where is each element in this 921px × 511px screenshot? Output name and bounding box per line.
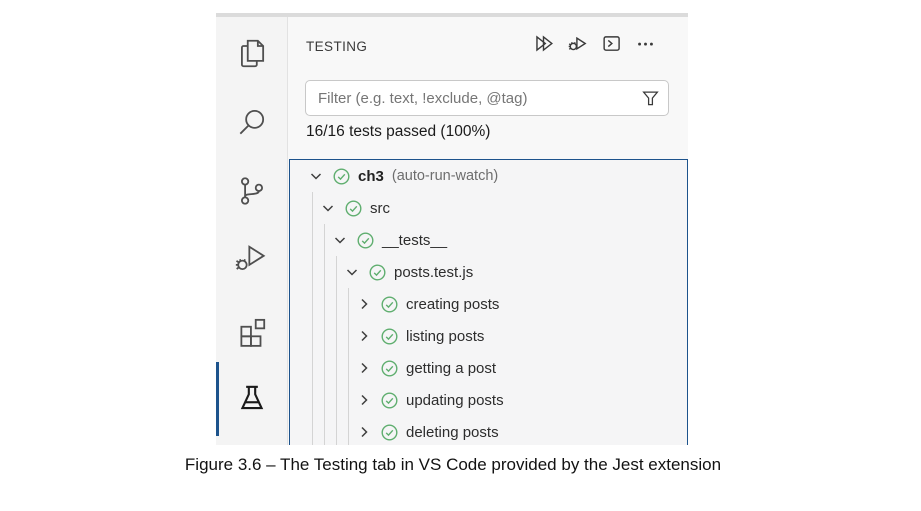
tree-item-label: src xyxy=(370,199,390,217)
output-terminal-icon xyxy=(602,34,621,58)
panel-toolbar xyxy=(533,35,656,56)
test-passed-icon xyxy=(345,199,362,217)
ellipsis-icon xyxy=(636,34,655,58)
chevron-down-icon[interactable] xyxy=(332,232,348,248)
testing-panel: TESTING xyxy=(289,17,688,445)
tree-item-badge: (auto-run-watch) xyxy=(391,168,499,184)
tree-row-updating-posts[interactable]: updating posts xyxy=(290,384,687,416)
more-actions-button[interactable] xyxy=(635,35,656,56)
tree-item-label: __tests__ xyxy=(382,231,448,249)
beaker-icon xyxy=(235,381,269,420)
files-icon xyxy=(235,37,269,76)
tree-row-creating-posts[interactable]: creating posts xyxy=(290,288,687,320)
tree-row-src[interactable]: src xyxy=(290,192,687,224)
tree-item-label: getting a post xyxy=(406,359,497,377)
debug-icon xyxy=(235,242,269,281)
tree-row-ch3[interactable]: ch3 (auto-run-watch) xyxy=(290,160,687,192)
chevron-right-icon[interactable] xyxy=(356,392,372,408)
chevron-right-icon[interactable] xyxy=(356,296,372,312)
tree-item-label: ch3 xyxy=(358,167,384,185)
vscode-window: TESTING xyxy=(216,13,688,445)
sidebar-item-explorer[interactable] xyxy=(232,36,272,76)
tree-row-listing-posts[interactable]: listing posts xyxy=(290,320,687,352)
test-filter-box xyxy=(305,80,669,116)
tree-item-label: creating posts xyxy=(406,295,500,313)
tree-row-tests-folder[interactable]: __tests__ xyxy=(290,224,687,256)
test-passed-icon xyxy=(381,391,398,409)
tree-item-label: posts.test.js xyxy=(394,263,474,281)
tree-item-label: deleting posts xyxy=(406,423,499,441)
show-output-button[interactable] xyxy=(601,35,622,56)
test-tree: ch3 (auto-run-watch) src __tests__ posts… xyxy=(289,159,688,445)
search-icon xyxy=(235,105,269,144)
tree-item-label: updating posts xyxy=(406,391,504,409)
titlebar-bottom-edge xyxy=(216,13,688,17)
tree-row-getting-a-post[interactable]: getting a post xyxy=(290,352,687,384)
sidebar-item-search[interactable] xyxy=(232,104,272,144)
indent-guide xyxy=(336,256,337,445)
run-all-icon xyxy=(534,34,553,58)
test-passed-icon xyxy=(381,359,398,377)
tree-item-label: listing posts xyxy=(406,327,485,345)
activity-bar xyxy=(216,17,288,445)
debug-all-tests-button[interactable] xyxy=(567,35,588,56)
sidebar-item-run-and-debug[interactable] xyxy=(232,241,272,281)
indent-guide xyxy=(312,192,313,445)
chevron-down-icon[interactable] xyxy=(320,200,336,216)
indent-guide xyxy=(324,224,325,445)
source-control-icon xyxy=(235,174,269,213)
test-passed-icon xyxy=(381,423,398,441)
test-passed-icon xyxy=(381,327,398,345)
run-all-tests-button[interactable] xyxy=(533,35,554,56)
figure-caption: Figure 3.6 – The Testing tab in VS Code … xyxy=(184,455,722,474)
sidebar-item-extensions[interactable] xyxy=(232,313,272,353)
sidebar-item-source-control[interactable] xyxy=(232,173,272,213)
chevron-down-icon[interactable] xyxy=(344,264,360,280)
test-passed-icon xyxy=(381,295,398,313)
tests-passed-status: 16/16 tests passed (100%) xyxy=(306,123,491,140)
indent-guide xyxy=(348,288,349,445)
tree-row-deleting-posts[interactable]: deleting posts xyxy=(290,416,687,445)
chevron-right-icon[interactable] xyxy=(356,360,372,376)
debug-all-icon xyxy=(568,34,587,58)
panel-title: TESTING xyxy=(306,39,368,54)
chevron-down-icon[interactable] xyxy=(308,168,324,184)
extensions-icon xyxy=(235,314,269,353)
sidebar-item-testing[interactable] xyxy=(232,380,272,420)
tree-row-posts-test-js[interactable]: posts.test.js xyxy=(290,256,687,288)
test-passed-icon xyxy=(357,231,374,249)
test-passed-icon xyxy=(369,263,386,281)
active-view-indicator xyxy=(216,362,219,436)
chevron-right-icon[interactable] xyxy=(356,424,372,440)
test-filter-input[interactable] xyxy=(306,89,637,107)
filter-funnel-icon[interactable] xyxy=(637,85,663,111)
chevron-right-icon[interactable] xyxy=(356,328,372,344)
test-passed-icon xyxy=(333,167,350,185)
